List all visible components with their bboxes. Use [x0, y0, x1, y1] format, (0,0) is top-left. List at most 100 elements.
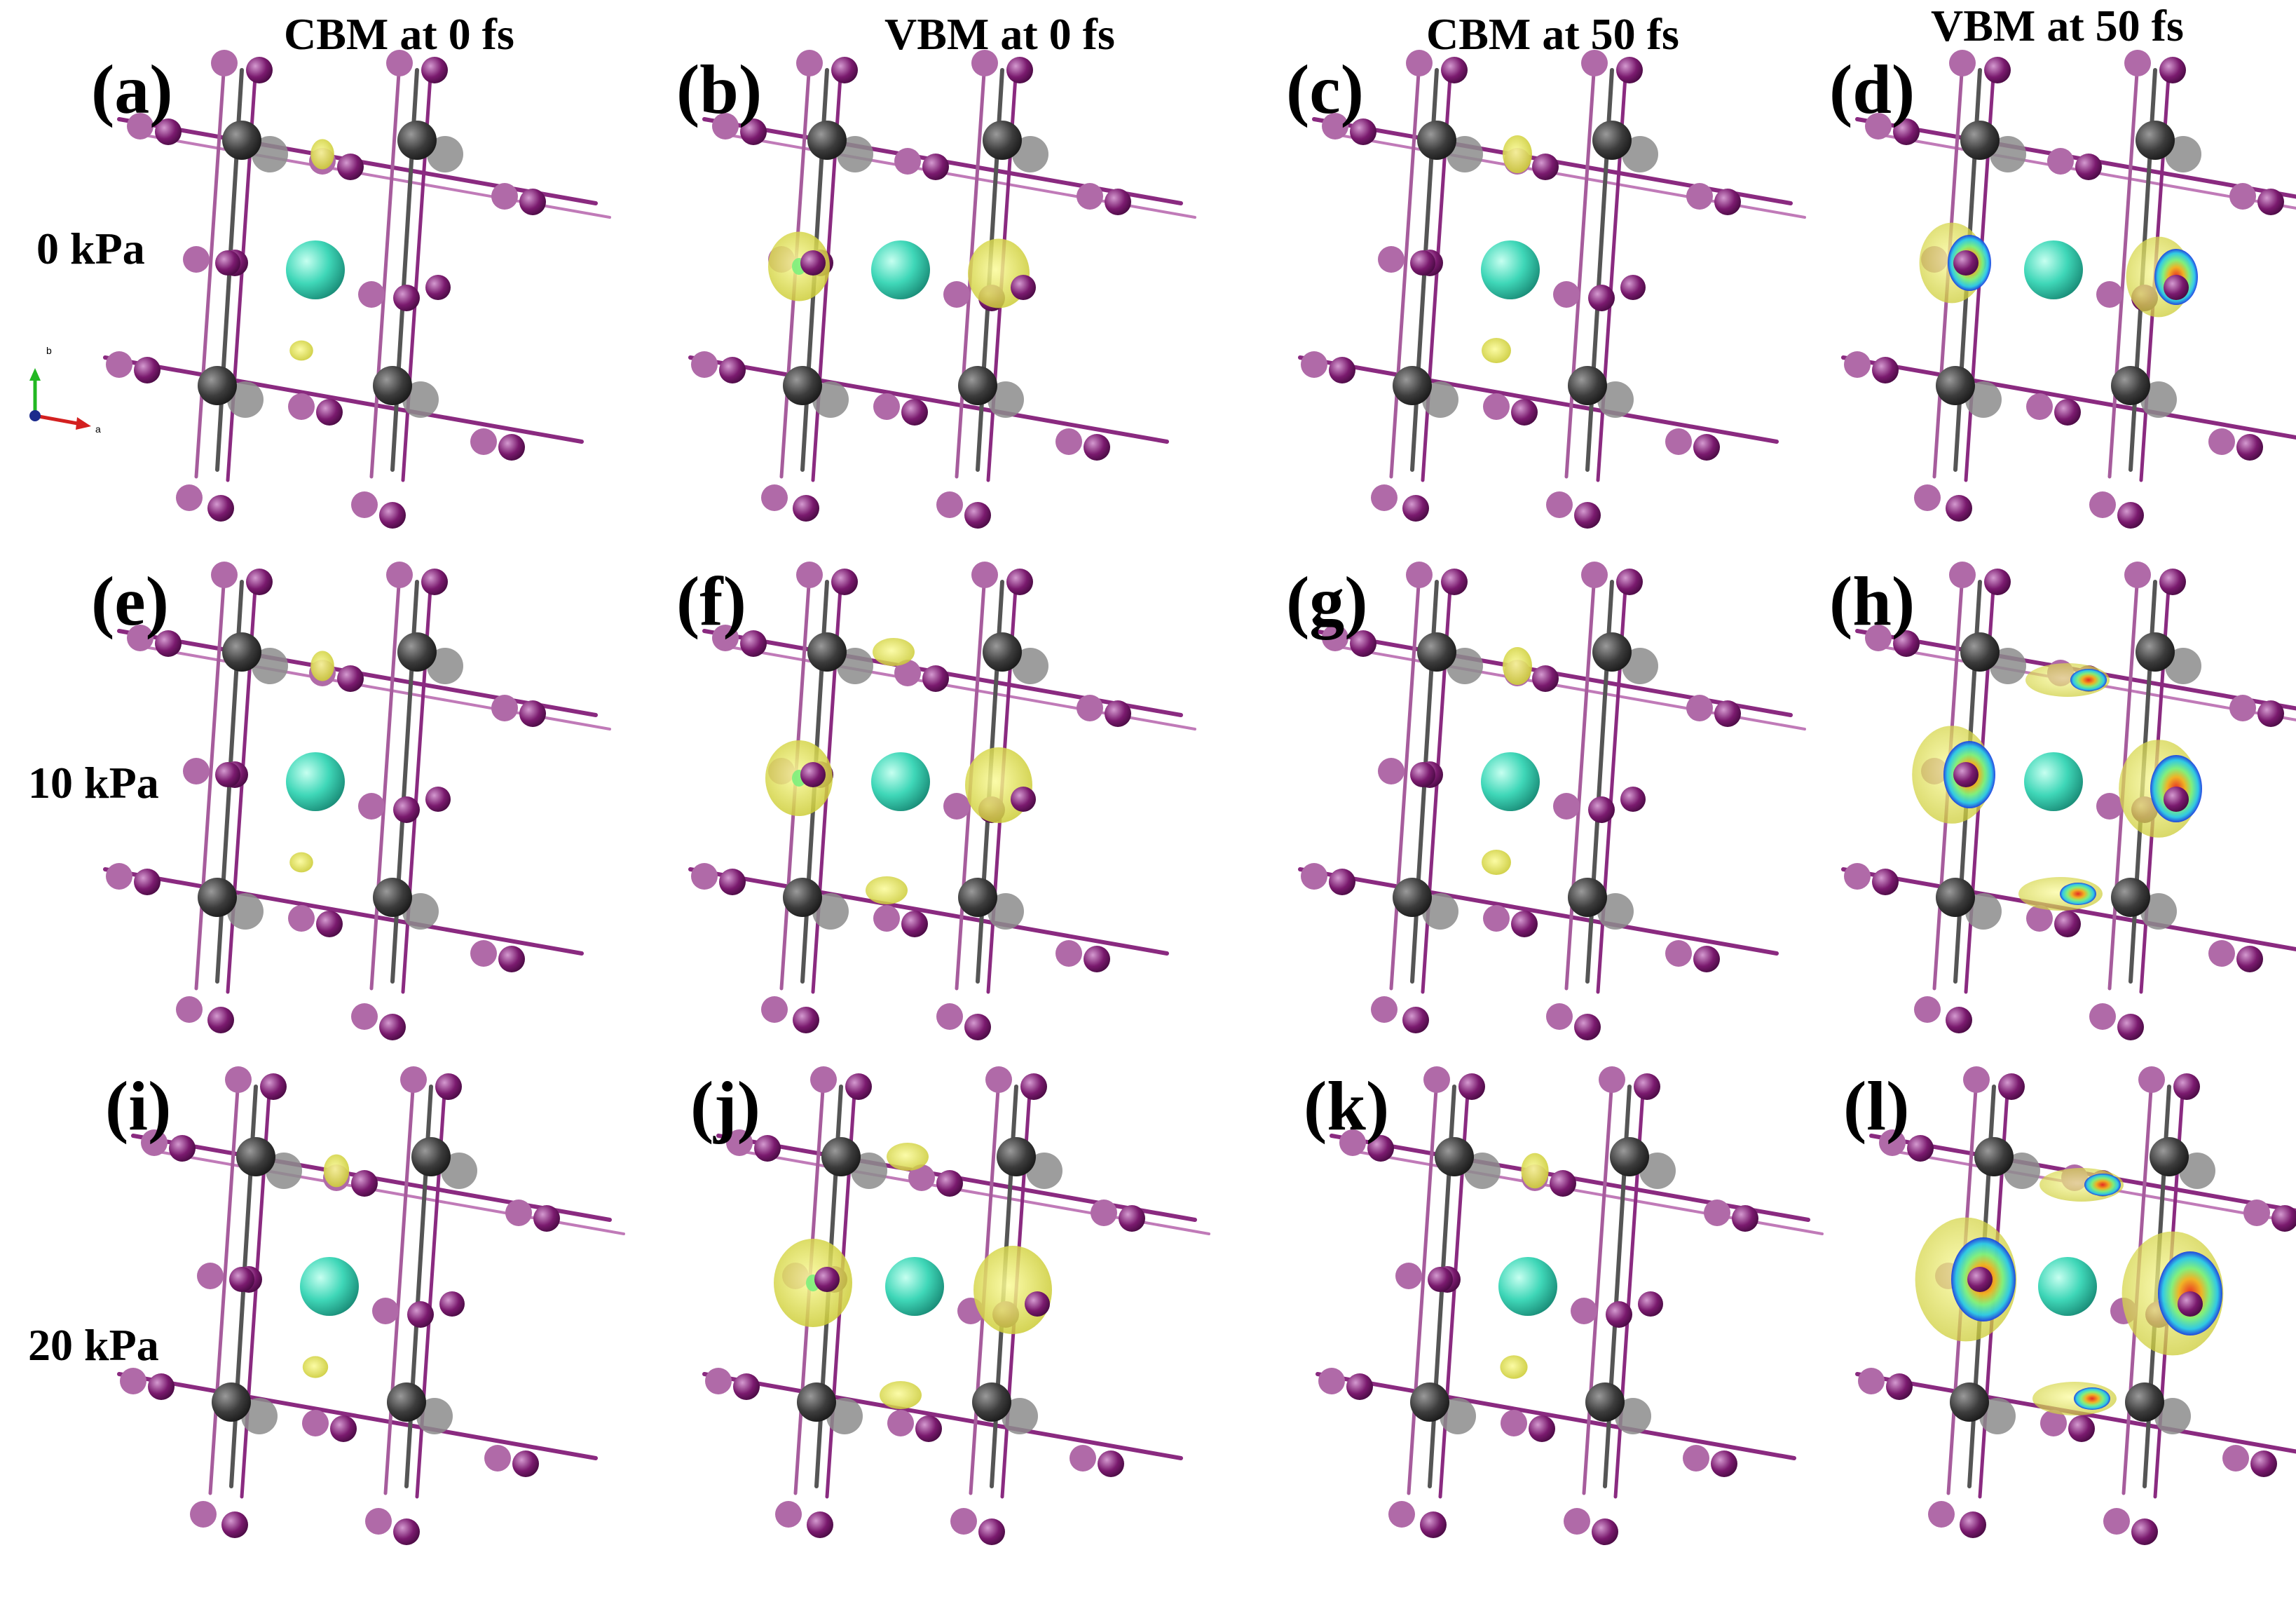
iodine-atom: [288, 393, 315, 420]
lead-atom: [1960, 632, 2000, 672]
iodine-atom: [425, 787, 451, 812]
crystal-structure-e: [103, 562, 611, 1040]
vertical-bond: [369, 573, 402, 991]
iodine-atom: [2054, 911, 2081, 937]
lead-atom: [1592, 121, 1632, 160]
panel-label-k: (k): [1304, 1067, 1390, 1145]
horizontal-bond: [1841, 355, 2296, 440]
cbm-isosurface: [1482, 338, 1511, 363]
iodine-atom: [1564, 1508, 1590, 1535]
crystal-structure-i: [117, 1066, 625, 1545]
iodine-atom: [1055, 428, 1082, 455]
iodine-atom: [2257, 189, 2284, 215]
iodine-atom: [2138, 1066, 2165, 1093]
horizontal-bond: [103, 867, 584, 956]
lattice-group: [103, 562, 611, 1040]
iodine-atom: [386, 50, 413, 76]
lead-atom: [1974, 1137, 2014, 1176]
lead-atom: [1393, 878, 1432, 917]
lead-atom: [2136, 121, 2175, 160]
iodine-atom: [1346, 1373, 1373, 1400]
iodine-atom: [491, 695, 518, 721]
iodine-atom: [1984, 57, 2011, 83]
lead-atom: [2111, 878, 2150, 917]
cbm-isosurface: [323, 1154, 350, 1188]
iodine-atom: [2117, 1014, 2144, 1040]
iodine-atom: [2257, 700, 2284, 727]
horizontal-bond: [1316, 1372, 1796, 1460]
iodine-atom: [393, 1518, 420, 1545]
iodine-atom: [775, 1501, 802, 1528]
cation-atom: [871, 752, 930, 811]
lattice-group: [1841, 50, 2296, 529]
iodine-atom: [2096, 281, 2123, 308]
axis-a-label: a: [95, 423, 101, 435]
cation-atom: [2024, 752, 2083, 811]
iodine-atom: [908, 1164, 935, 1191]
lead-atom: [198, 878, 237, 917]
lead-atom: [1936, 878, 1975, 917]
iodine-atom: [400, 1066, 427, 1093]
iodine-atom: [1693, 946, 1720, 972]
iodine-atom: [793, 495, 819, 522]
iodine-atom: [1077, 183, 1103, 210]
vbm50-isosurface-core: [2060, 883, 2096, 905]
iodine-atom: [807, 1511, 833, 1538]
vertical-bond: [194, 61, 226, 479]
iodine-atom: [379, 1014, 406, 1040]
iodine-atom: [1865, 625, 1892, 651]
cation-atom: [300, 1257, 359, 1316]
axis-b-label: b: [46, 345, 52, 356]
lead-atom: [2111, 366, 2150, 405]
lead-atom: [1936, 366, 1975, 405]
horizontal-bond: [117, 1372, 598, 1460]
lead-atom: [2125, 1382, 2164, 1422]
iodine-atom: [922, 154, 949, 180]
cation-atom: [2038, 1257, 2097, 1316]
iodine-atom: [796, 562, 823, 588]
lead-atom: [1417, 121, 1456, 160]
iodine-atom: [901, 399, 928, 426]
iodine-atom: [2236, 946, 2263, 972]
iodine-atom: [421, 569, 448, 595]
iodine-atom: [127, 113, 153, 140]
iodine-atom: [183, 758, 210, 784]
iodine-atom: [1616, 569, 1643, 595]
iodine-atom: [1581, 562, 1608, 588]
iodine-atom: [712, 113, 739, 140]
horizontal-bond: [688, 355, 1169, 444]
iodine-atom: [922, 665, 949, 692]
iodine-atom: [2229, 695, 2256, 721]
iodine-atom: [964, 1014, 991, 1040]
horizontal-bond: [1298, 867, 1779, 956]
panel-label-b: (b): [676, 50, 763, 128]
iodine-atom: [1620, 275, 1646, 300]
iodine-atom: [1402, 1007, 1429, 1033]
iodine-atom: [2026, 393, 2053, 420]
iodine-atom: [740, 630, 767, 657]
cbm-isosurface: [1503, 135, 1532, 173]
cation-atom: [1481, 240, 1540, 299]
iodine-atom: [943, 793, 970, 820]
iodine-atom: [936, 491, 963, 518]
iodine-atom: [1546, 491, 1573, 518]
iodine-atom: [915, 1415, 942, 1442]
lattice-group: [1298, 50, 1806, 529]
vbm50-isosurface-core: [2074, 1387, 2110, 1410]
iodine-atom: [1350, 630, 1376, 657]
iodine-atom: [1574, 1014, 1601, 1040]
iodine-atom: [1091, 1200, 1117, 1226]
cation-atom: [1481, 752, 1540, 811]
iodine-atom: [211, 50, 238, 76]
vbm-isosurface: [873, 638, 915, 666]
iodine-atom: [1011, 275, 1036, 300]
iodine-atom: [1388, 1501, 1415, 1528]
panel-label-i: (i): [105, 1067, 172, 1145]
iodine-atom: [1704, 1200, 1730, 1226]
iodine-atom: [337, 154, 364, 180]
lead-atom: [1950, 1382, 1989, 1422]
lattice-group: [117, 1066, 625, 1545]
iodine-atom: [810, 1066, 837, 1093]
column-title-cbm-50fs: CBM at 50 fs: [1426, 9, 1679, 59]
iodine-atom: [1329, 357, 1355, 383]
